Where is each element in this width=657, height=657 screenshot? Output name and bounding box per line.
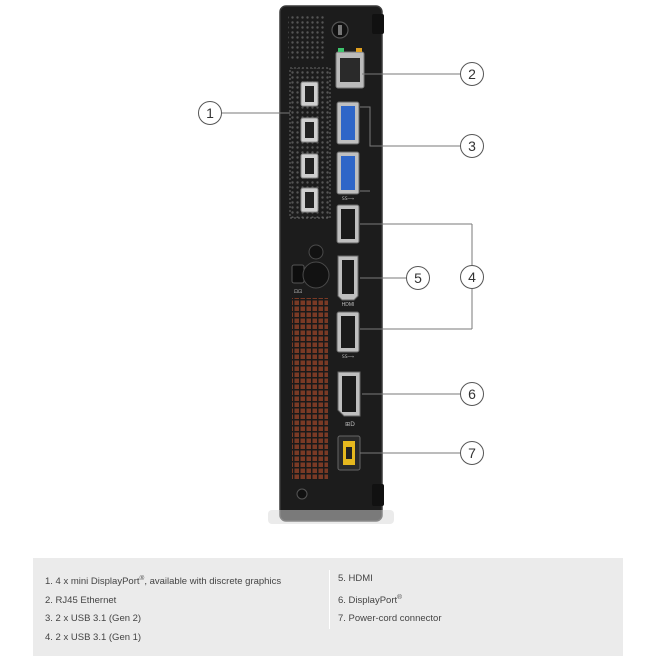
bottom-screw xyxy=(296,488,308,500)
legend-left-column: 1. 4 x mini DisplayPort®, available with… xyxy=(45,570,330,647)
displayport-glyph: ⊞D xyxy=(345,421,355,428)
usb-gen1-port-upper xyxy=(336,204,360,244)
antenna-screw xyxy=(331,21,349,39)
callout-3-label: 3 xyxy=(468,138,476,154)
usb-gen1-glyph: SS⟶ xyxy=(342,354,355,360)
hdmi-glyph: HDMI xyxy=(342,302,355,308)
displayport-port xyxy=(337,371,361,417)
callout-1: 1 xyxy=(198,101,222,125)
legend-panel: 1. 4 x mini DisplayPort®, available with… xyxy=(33,558,623,656)
mini-displayport-panel xyxy=(289,67,331,219)
kensington-lock xyxy=(291,244,330,289)
top-grille xyxy=(288,16,326,60)
callout-7: 7 xyxy=(460,441,484,465)
kensington-glyph: ⊡⊡ xyxy=(294,289,302,295)
vent-grille xyxy=(292,298,328,480)
chassis xyxy=(268,5,394,524)
rj45-ethernet-port xyxy=(335,48,365,89)
usb-gen1-port-lower xyxy=(336,311,360,353)
callout-1-label: 1 xyxy=(206,105,214,121)
callout-5: 5 xyxy=(406,266,430,290)
legend-item: 5. HDMI xyxy=(338,573,373,584)
power-cord-connector xyxy=(337,435,361,471)
callout-5-label: 5 xyxy=(414,270,422,286)
legend-item: 4. 2 x USB 3.1 (Gen 1) xyxy=(45,631,142,643)
legend-right-column: 5. HDMI 6. DisplayPort® 7. Power-cord co… xyxy=(329,570,608,629)
legend-item: 2. RJ45 Ethernet xyxy=(45,594,117,606)
usb-gen2-glyph: SS⟶ xyxy=(342,196,355,202)
usb-gen2-ports xyxy=(336,101,360,195)
leader-lines xyxy=(222,73,473,454)
legend-item: 6. DisplayPort® xyxy=(338,593,402,606)
callout-4-label: 4 xyxy=(468,269,476,285)
callout-6-label: 6 xyxy=(468,386,476,402)
legend-item: 3. 2 x USB 3.1 (Gen 2) xyxy=(45,613,142,625)
callout-3: 3 xyxy=(460,134,484,158)
legend-item: 1. 4 x mini DisplayPort®, available with… xyxy=(45,575,282,588)
callout-2-label: 2 xyxy=(468,66,476,82)
callout-4: 4 xyxy=(460,265,484,289)
legend-item: 7. Power-cord connector xyxy=(338,613,442,625)
callout-7-label: 7 xyxy=(468,445,476,461)
callout-6: 6 xyxy=(460,382,484,406)
callout-2: 2 xyxy=(460,62,484,86)
rear-panel-diagram: 1 2 3 4 5 6 7 HDMI ⊞D SS⟶ SS⟶ ⊡⊡ xyxy=(198,5,484,524)
hdmi-port xyxy=(337,255,359,301)
